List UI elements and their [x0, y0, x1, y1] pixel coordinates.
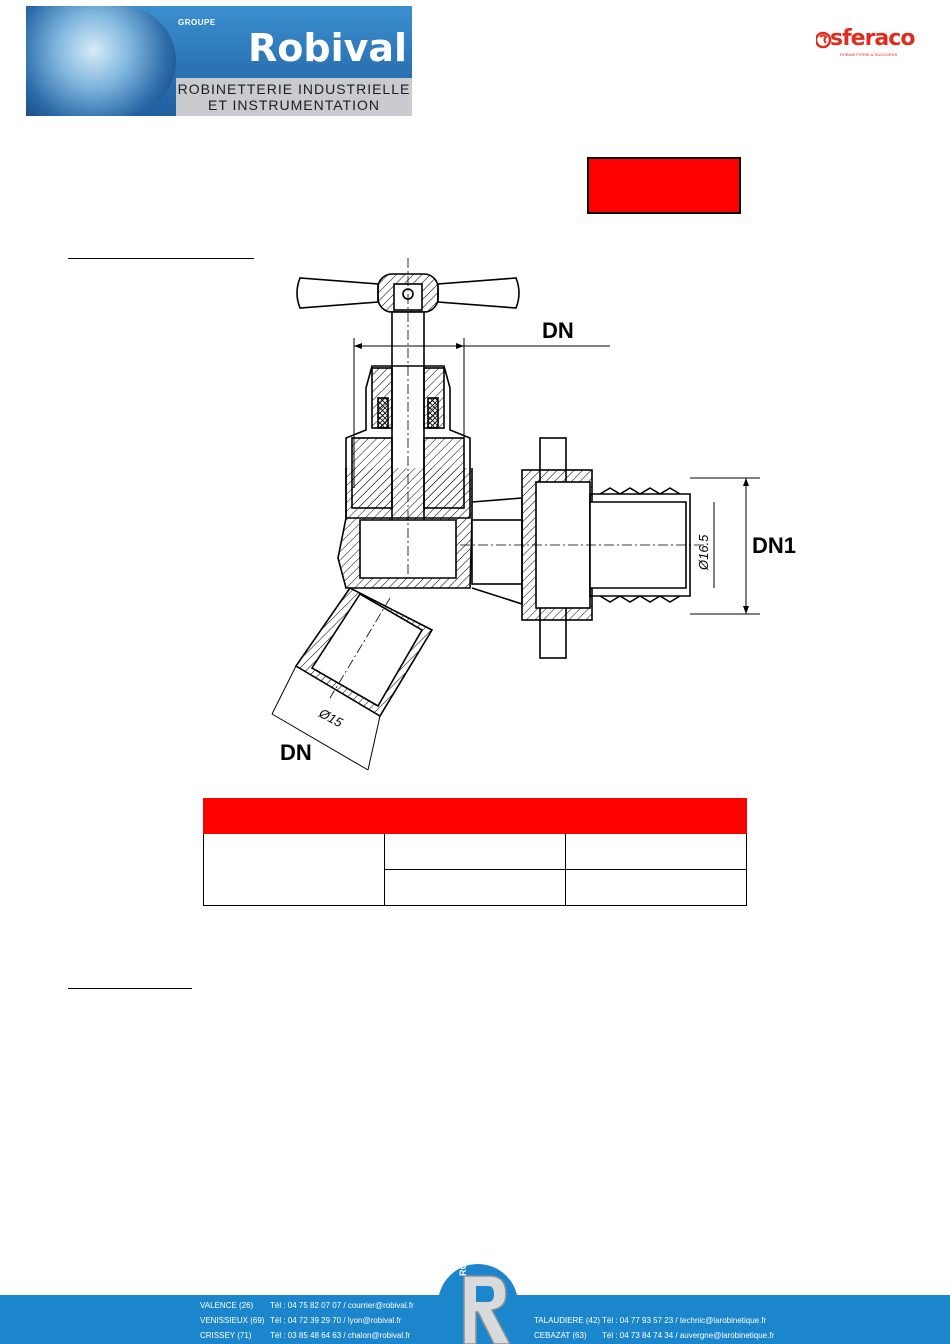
brand-logo: Robival [248, 26, 408, 70]
partner-logo-text: sferaco [830, 26, 915, 51]
section-underline [68, 258, 254, 259]
sferaco-logo-icon [816, 31, 832, 49]
robival-r-logo-icon [434, 1264, 522, 1344]
label-dn-top: DN [542, 318, 574, 343]
table-cell [384, 869, 566, 906]
table-cell [203, 833, 385, 906]
table-row [204, 869, 747, 906]
label-dn1: DN1 [752, 533, 797, 558]
table-header-row [203, 798, 747, 834]
footer-city: VENISSIEUX (69) [200, 1316, 265, 1325]
table-cell [384, 833, 566, 870]
footer-contact: Tél : 04 75 82 07 07 / courrier@robival.… [270, 1301, 414, 1310]
footer-city: TALAUDIERE (42) [534, 1316, 601, 1325]
footer-logo-text: ROBIVAL [458, 1236, 468, 1276]
table-header-cell [384, 798, 566, 834]
reference-box [587, 157, 741, 214]
footer-contact: Tél : 04 77 93 57 23 / technic@larobinet… [602, 1316, 767, 1325]
table-header-cell [565, 798, 747, 834]
banner-subtitle: ROBINETTERIE INDUSTRIELLE ET INSTRUMENTA… [176, 78, 412, 116]
footer-city: CRISSEY (71) [200, 1331, 252, 1340]
label-dn-bottom: DN [280, 740, 312, 765]
footer-contact: Tél : 04 72 39 29 70 / lyon@robival.fr [270, 1316, 402, 1325]
table-row [203, 833, 747, 906]
header-banner: GROUPE Robival ROBINETTERIE INDUSTRIELLE… [26, 6, 412, 116]
dim-inlet-label: Ø15 [316, 705, 346, 731]
table-header-cell [203, 798, 385, 834]
banner-groupe: GROUPE [178, 18, 216, 27]
table-cell [565, 833, 747, 870]
valve-technical-drawing: Ø15 Ø16.5 [271, 258, 760, 771]
spec-table [203, 798, 747, 906]
subtitle-line-2: ET INSTRUMENTATION [208, 97, 380, 113]
partner-tagline: ROBINETTERIE & RACCORDS [840, 52, 898, 57]
banner-graphic [26, 6, 176, 116]
footer-contact: Tél : 03 85 48 64 63 / chalon@robival.fr [270, 1331, 411, 1340]
dim-outlet-label: Ø16.5 [696, 534, 711, 571]
subtitle-line-1: ROBINETTERIE INDUSTRIELLE [177, 81, 411, 97]
footer-city: VALENCE (26) [200, 1301, 254, 1310]
section-underline [68, 988, 192, 989]
footer-contact: Tél : 04 73 84 74 34 / auvergne@larobine… [602, 1331, 775, 1340]
table-cell [565, 869, 747, 906]
footer-city: CEBAZAT (63) [534, 1331, 587, 1340]
